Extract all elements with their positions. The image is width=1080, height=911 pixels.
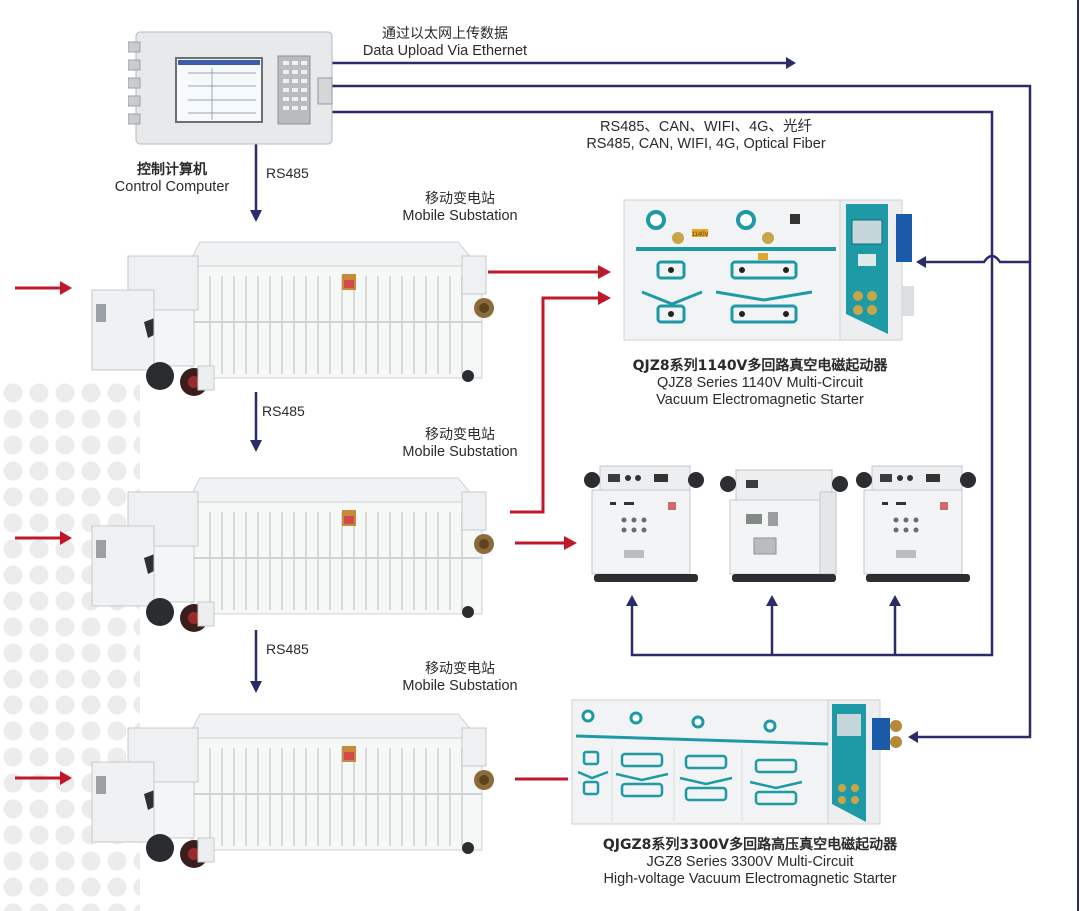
substation-label-3-en: Mobile Substation [402, 678, 518, 694]
network-protocols-label-en: RS485, CAN, WIFI, 4G, Optical Fiber [586, 136, 826, 152]
starter-1140-label-en2: Vacuum Electromagnetic Starter [656, 392, 864, 408]
starter-unit-3 [856, 465, 977, 583]
starter-3300-label: QJGZ8系列3300V多回路高压真空电磁起动器 JGZ8 Series 330… [560, 837, 940, 888]
arrow-down-icon [250, 440, 262, 452]
mobile-substation-1 [91, 241, 495, 397]
substation-label-1: 移动变电站 Mobile Substation [390, 191, 530, 225]
starter-3300-label-en1: JGZ8 Series 3300V Multi-Circuit [646, 854, 854, 870]
qjz8-1140v-starter: 1140V [623, 199, 914, 341]
substation-label-2-cn: 移动变电站 [425, 427, 495, 443]
starter-3300-label-cn: QJGZ8系列3300V多回路高压真空电磁起动器 [602, 837, 898, 853]
starter-unit-1 [584, 465, 705, 583]
starter-1140-label-en1: QJZ8 Series 1140V Multi-Circuit [656, 375, 864, 391]
network-protocols-label: RS485、CAN、WIFI、4G、光纤 RS485, CAN, WIFI, 4… [546, 119, 866, 153]
arrow-left-icon [908, 731, 918, 743]
arrow-up-icon [766, 595, 778, 606]
arrow-right-icon [60, 281, 72, 295]
network-protocols-label-cn: RS485、CAN、WIFI、4G、光纤 [600, 119, 812, 135]
ethernet-upload-label-cn: 通过以太网上传数据 [382, 26, 508, 42]
starter-unit-2 [720, 469, 848, 582]
starter-3300-label-en2: High-voltage Vacuum Electromagnetic Star… [603, 871, 897, 887]
network-line-small-starters [332, 110, 994, 657]
arrow-right-icon [60, 531, 72, 545]
network-line-3300v [332, 84, 1032, 739]
starter-1140-label: QJZ8系列1140V多回路真空电磁起动器 QJZ8 Series 1140V … [600, 358, 920, 409]
control-computer-label-cn: 控制计算机 [137, 162, 207, 178]
starter-1140-label-cn: QJZ8系列1140V多回路真空电磁起动器 [632, 358, 888, 374]
substation-label-1-en: Mobile Substation [402, 208, 518, 224]
arrow-right-icon [60, 771, 72, 785]
arrow-up-icon [889, 595, 901, 606]
qjgz8-3300v-starter [571, 699, 902, 825]
control-computer-label: 控制计算机 Control Computer [102, 162, 242, 196]
arrow-right-icon [598, 291, 611, 305]
substation-label-2-en: Mobile Substation [402, 444, 518, 460]
ethernet-upload-label-en: Data Upload Via Ethernet [362, 43, 528, 59]
mobile-substation-2 [91, 477, 495, 633]
mobile-substation-3 [91, 713, 495, 869]
arrow-right-icon [598, 265, 611, 279]
arrow-left-icon [916, 256, 926, 268]
arrow-right-icon [564, 536, 577, 550]
control-computer-device [128, 31, 333, 145]
substation-label-2: 移动变电站 Mobile Substation [390, 427, 530, 461]
substation-label-1-cn: 移动变电站 [425, 191, 495, 207]
arrow-down-icon [250, 210, 262, 222]
arrow-up-icon [626, 595, 638, 606]
control-computer-label-en: Control Computer [114, 179, 230, 195]
rs485-label-3: RS485 [266, 641, 309, 657]
arrow-down-icon [250, 681, 262, 693]
substation-label-3-cn: 移动变电站 [425, 661, 495, 677]
substation-label-3: 移动变电站 Mobile Substation [390, 661, 530, 695]
network-line-1140v [926, 254, 1030, 264]
rs485-label-1: RS485 [266, 165, 309, 181]
ethernet-upload-label: 通过以太网上传数据 Data Upload Via Ethernet [345, 26, 545, 60]
arrow-right-icon [786, 57, 796, 69]
svg-text:1140V: 1140V [692, 232, 709, 238]
rs485-label-2: RS485 [262, 403, 305, 419]
